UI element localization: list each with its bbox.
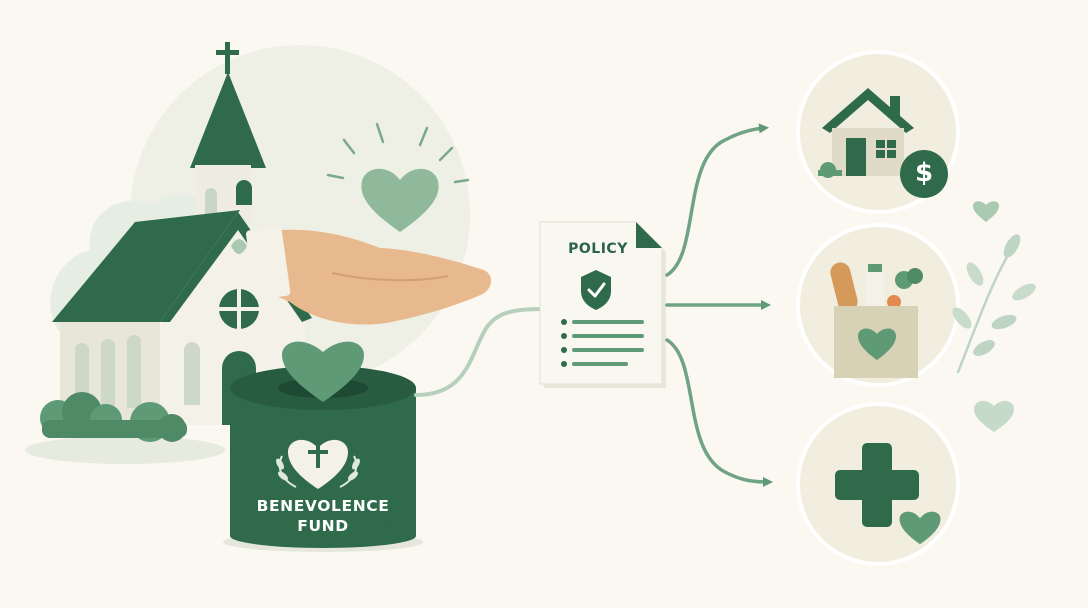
- donation-box-icon: [223, 341, 423, 552]
- fund-label-line1: BENEVOLENCE: [256, 497, 390, 515]
- dollar-coin-icon: [900, 150, 948, 198]
- ground-shadow: [25, 436, 225, 464]
- grocery-bag-icon: [830, 262, 923, 378]
- church-bushes: [40, 392, 187, 442]
- medical-assistance-circle: [796, 402, 960, 566]
- house-icon: [818, 88, 914, 178]
- decor-heart-icon: [974, 400, 1014, 432]
- falling-heart-icon: [282, 341, 364, 402]
- decor-heart-icon: [973, 201, 999, 222]
- arrow-to-housing: [665, 123, 769, 277]
- policy-title: POLICY: [568, 241, 628, 257]
- food-assistance-circle: [796, 223, 960, 387]
- connector-box-to-policy: [414, 307, 544, 397]
- medical-cross-icon: [835, 443, 944, 548]
- glowing-heart-icon: [326, 122, 470, 232]
- fund-label-line2: FUND: [297, 517, 349, 535]
- shield-check-icon: [581, 270, 611, 310]
- fund-label: BENEVOLENCE FUND: [230, 496, 416, 536]
- giving-hand-icon: [245, 226, 492, 325]
- policy-document-icon: [539, 221, 666, 388]
- dollar-sign: $: [914, 158, 934, 188]
- arrow-to-medical: [665, 338, 773, 487]
- leaf-branch-icon: [952, 234, 1036, 374]
- housing-assistance-circle: [796, 50, 960, 214]
